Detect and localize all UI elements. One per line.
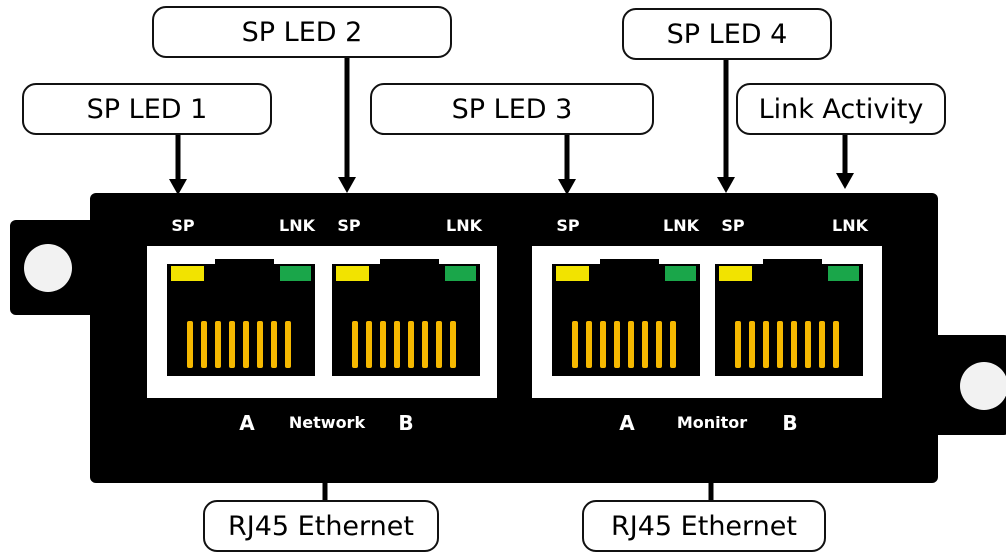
callout-rj45-right-label: RJ45 Ethernet	[611, 510, 797, 542]
rj45-pin	[614, 321, 620, 368]
right-mounting-hole	[960, 362, 1006, 410]
rj45-pin	[749, 321, 755, 368]
callout-link-activity-label: Link Activity	[758, 93, 924, 125]
arrow-sp-led-4	[717, 60, 735, 193]
rj45-pin	[572, 321, 578, 368]
lnk-port-label: LNK	[279, 216, 316, 235]
rj45-pin	[805, 321, 811, 368]
monitor-port-b	[715, 259, 863, 376]
network-group-label: Network	[289, 413, 366, 432]
sp-led	[336, 266, 369, 281]
lnk-port-label: LNK	[446, 216, 483, 235]
arrow-sp-led-1	[169, 135, 187, 195]
rj45-pin	[229, 321, 235, 368]
rj45-pin	[735, 321, 741, 368]
rj45-pin	[422, 321, 428, 368]
callout-sp-led-1-label: SP LED 1	[86, 93, 208, 125]
arrow-rj45-left	[316, 455, 334, 500]
callout-sp-led-4: SP LED 4	[622, 8, 832, 60]
rj45-pin	[670, 321, 676, 368]
sp-port-label: SP	[337, 216, 361, 235]
arrow-sp-led-2	[338, 58, 356, 193]
monitor-group-label: Monitor	[677, 413, 747, 432]
rj45-pin	[201, 321, 207, 368]
callout-sp-led-3: SP LED 3	[370, 83, 654, 135]
rj45-pin	[450, 321, 456, 368]
callout-rj45-left: RJ45 Ethernet	[203, 500, 439, 552]
link-led	[445, 266, 476, 281]
rj45-pin	[436, 321, 442, 368]
rj45-pin	[763, 321, 769, 368]
network-port-b	[332, 259, 480, 376]
sp-led	[719, 266, 752, 281]
callout-sp-led-2-label: SP LED 2	[241, 16, 363, 48]
callout-link-activity: Link Activity	[736, 83, 946, 135]
monitor-port-a	[552, 259, 700, 376]
rj45-pin	[187, 321, 193, 368]
rj45-pin	[271, 321, 277, 368]
sp-port-label: SP	[721, 216, 745, 235]
link-led	[828, 266, 859, 281]
sp-port-label: SP	[556, 216, 580, 235]
lnk-port-label: LNK	[663, 216, 700, 235]
rj45-pin	[394, 321, 400, 368]
rj45-pin	[656, 321, 662, 368]
rj45-pin	[628, 321, 634, 368]
rj45-pin	[352, 321, 358, 368]
arrow-link-activity	[836, 135, 854, 189]
callout-sp-led-1: SP LED 1	[22, 83, 272, 135]
rj45-pin	[600, 321, 606, 368]
rj45-pin	[833, 321, 839, 368]
callout-sp-led-3-label: SP LED 3	[451, 93, 573, 125]
arrow-sp-led-3	[558, 135, 576, 195]
rj45-pin	[642, 321, 648, 368]
rj45-pin	[285, 321, 291, 368]
link-led	[280, 266, 311, 281]
rj45-pin	[791, 321, 797, 368]
callout-rj45-left-label: RJ45 Ethernet	[228, 510, 414, 542]
monitor-port-a-label: A	[619, 411, 635, 435]
network-port-a	[167, 259, 315, 376]
rj45-pin	[380, 321, 386, 368]
monitor-port-b-label: B	[782, 411, 797, 435]
rj45-pin	[243, 321, 249, 368]
rj45-pin	[257, 321, 263, 368]
left-mounting-hole	[24, 244, 72, 292]
lnk-port-label: LNK	[832, 216, 869, 235]
sp-port-label: SP	[171, 216, 195, 235]
sp-led	[171, 266, 204, 281]
link-led	[665, 266, 696, 281]
callout-sp-led-4-label: SP LED 4	[666, 18, 788, 50]
rj45-pin	[819, 321, 825, 368]
callout-rj45-right: RJ45 Ethernet	[582, 500, 826, 552]
rj45-pin	[586, 321, 592, 368]
callout-sp-led-2: SP LED 2	[152, 6, 452, 58]
rj45-pin	[408, 321, 414, 368]
rj45-pin	[215, 321, 221, 368]
arrow-rj45-right	[702, 455, 720, 500]
network-port-b-label: B	[398, 411, 413, 435]
rj45-pin	[366, 321, 372, 368]
network-port-a-label: A	[239, 411, 255, 435]
rj45-pin	[777, 321, 783, 368]
sp-led	[556, 266, 589, 281]
